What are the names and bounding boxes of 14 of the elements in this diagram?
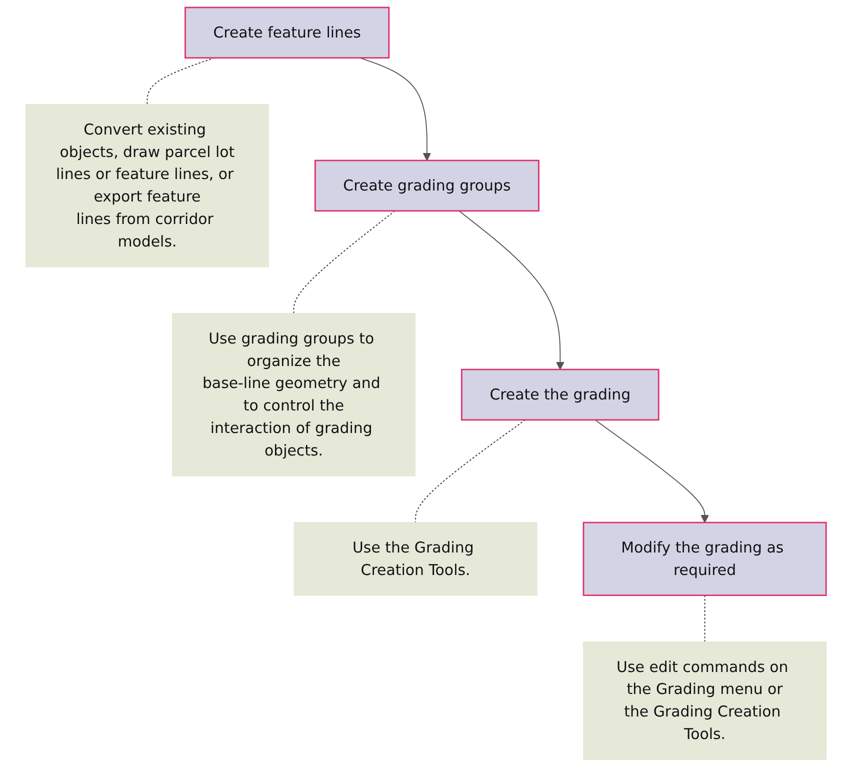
connector: [415, 419, 526, 523]
node-box: Convert existing objects, draw parcel lot lines or feature lines, or export feature lines from corridor models.: [25, 104, 269, 268]
arrow: [594, 419, 709, 523]
node-box: Create feature lines: [184, 6, 390, 59]
arrow: [458, 210, 564, 370]
connector: [293, 210, 396, 314]
node-box: Modify the grading as required: [582, 522, 827, 596]
node-box: Use edit commands on the Grading menu or the Grading Creation Tools.: [583, 642, 827, 760]
connector: [704, 594, 706, 642]
node-box: Use grading groups to organize the base-line geometry and to control the interaction of grading objects.: [172, 313, 416, 476]
node-box: Use the Grading Creation Tools.: [294, 522, 538, 596]
arrow: [359, 57, 432, 161]
node-box: Create grading groups: [314, 160, 540, 212]
node-box: Create the grading: [461, 368, 660, 421]
